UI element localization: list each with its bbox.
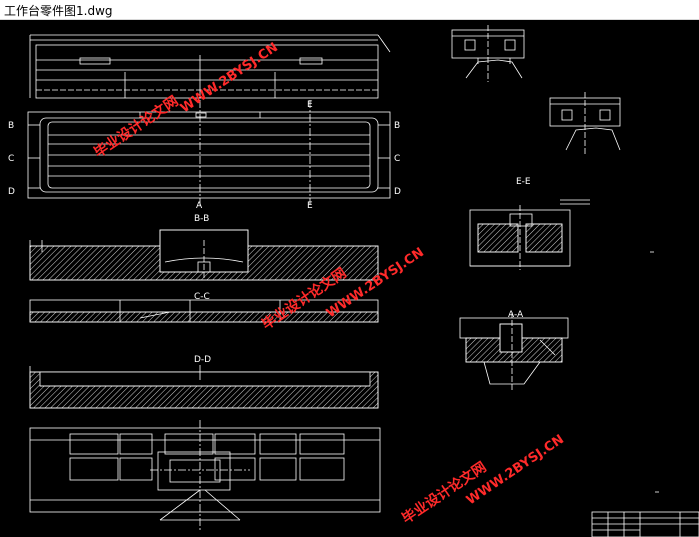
section-cc [29,299,379,323]
label-b-left: B [8,121,14,131]
section-bb [29,229,379,281]
label-dd: D-D [194,355,211,365]
section-ee [469,199,590,270]
watermark-url-1: WWW.2BYSJ.CN [178,40,281,116]
label-bb: B-B [194,214,209,224]
detail-view-1 [451,25,525,82]
detail-view-2 [549,92,621,154]
section-dd [29,365,379,409]
view-labels: B B C C D D E E A B-B C-C D-D E-E A-A [8,100,531,365]
title-block [591,511,699,537]
label-c-right: C [394,154,400,164]
label-c-left: C [8,154,14,164]
watermark-cn-1: 毕业设计论文网 [91,92,182,161]
bottom-plan-view [29,420,381,530]
label-ee: E-E [516,177,531,187]
label-a-bottom: A [196,201,203,211]
window-titlebar: 工作台零件图1.dwg [0,0,699,20]
section-aa [459,312,569,390]
label-aa: A-A [508,310,524,320]
label-b-right: B [394,121,400,131]
window-title: 工作台零件图1.dwg [4,4,113,18]
label-e-top: E [307,100,313,110]
top-view [29,34,391,99]
label-e-bottom: E [307,201,313,211]
label-d-right: D [394,187,401,197]
label-cc: C-C [194,292,210,302]
label-d-left: D [8,187,15,197]
cad-drawing-canvas[interactable]: B B C C D D E E A B-B C-C D-D E-E A-A WW… [0,20,699,537]
plan-view [27,100,391,205]
